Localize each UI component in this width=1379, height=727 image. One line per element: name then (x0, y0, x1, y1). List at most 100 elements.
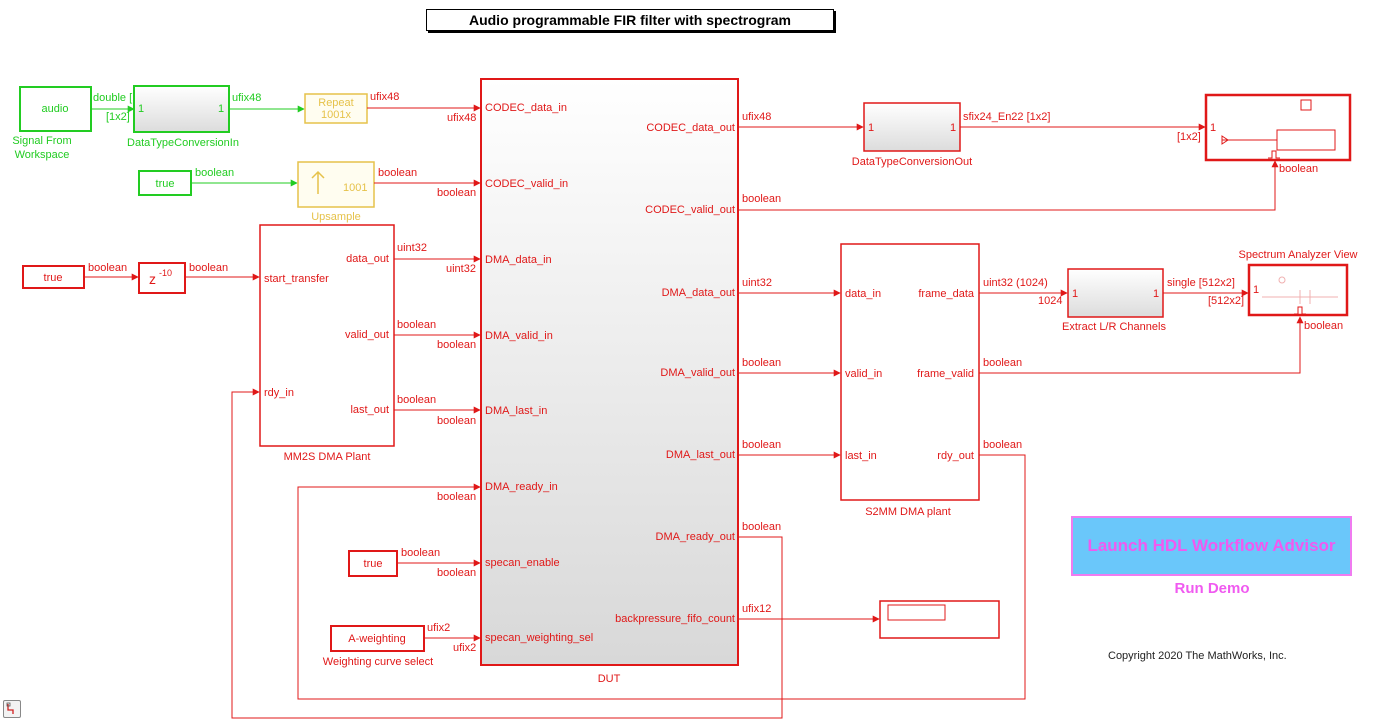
dtc-in-caption: DataTypeConversionIn (127, 137, 239, 149)
dut-caption: DUT (598, 673, 621, 685)
mm2s-caption: MM2S DMA Plant (284, 451, 371, 463)
signal-label-boolean-l: boolean (742, 193, 781, 205)
mm2s-dma-plant-block[interactable]: start_transfer rdy_in data_out valid_out… (259, 224, 395, 463)
signal-label-boolean-n: boolean (742, 357, 781, 369)
signal-label-boolean-t: boolean (742, 521, 781, 533)
signal-label-single: single [512x2] (1167, 277, 1235, 289)
upsample-block[interactable]: 1001 Upsample (297, 161, 375, 223)
mm2s-port-data-out: data_out (346, 253, 389, 265)
signal-label-boolean-e: boolean (189, 262, 228, 274)
signal-label-ufix2-a: ufix2 (427, 622, 450, 634)
s2mm-port-last-in: last_in (845, 450, 877, 462)
delay-block[interactable]: z -10 (138, 262, 186, 294)
dut-in-specan-enable: specan_enable (485, 557, 560, 569)
audio-caption-1: Signal From (12, 135, 71, 147)
upsample-value: 1001 (343, 182, 367, 194)
signal-line-dma-ready-feedback[interactable] (231, 388, 783, 719)
signal-label-sfix24: sfix24_En22 [1x2] (963, 111, 1050, 123)
launch-hdl-workflow-advisor-button[interactable]: Launch HDL Workflow Advisor (1071, 516, 1352, 576)
dut-in-specan-weighting: specan_weighting_sel (485, 632, 593, 644)
s2mm-caption: S2MM DMA plant (865, 506, 951, 518)
signal-label-boolean-b: boolean (378, 167, 417, 179)
s2mm-port-rdy-out: rdy_out (937, 450, 974, 462)
constant-true-1-label: true (156, 178, 175, 190)
signal-label-ufix48-d: ufix48 (742, 111, 771, 123)
signal-label-1x2: [1x2] (106, 111, 130, 123)
dut-in-dma-data: DMA_data_in (485, 254, 552, 266)
dtc-out-block[interactable]: 1 1 DataTypeConversionOut (852, 102, 972, 168)
constant-true-1-block[interactable]: true (138, 170, 192, 196)
signal-label-boolean-s: boolean (437, 491, 476, 503)
pulse-icon-2 (1294, 306, 1306, 315)
weighting-label: A-weighting (348, 633, 405, 645)
signal-label-1x2-out: [1x2] (1177, 131, 1201, 143)
model-title: Audio programmable FIR filter with spect… (426, 9, 834, 31)
signal-label-1024: 1024 (1038, 295, 1062, 307)
audio-label: audio (42, 103, 69, 115)
signal-line-frame-valid[interactable] (979, 316, 1304, 374)
model-browser-glyph-icon (6, 702, 14, 714)
repeat-block[interactable]: Repeat 1001x (304, 93, 368, 124)
s2mm-dma-plant-block[interactable]: data_in valid_in last_in frame_data fram… (840, 243, 980, 518)
audio-output-port: 1 (1210, 122, 1216, 134)
signal-label-ufix2-b: ufix2 (453, 642, 476, 654)
signal-label-boolean-d: boolean (88, 262, 127, 274)
delay-z: z (149, 271, 156, 287)
display-value-box (887, 604, 946, 621)
dtc-in-port-in: 1 (138, 103, 144, 115)
dut-in-codec-valid: CODEC_valid_in (485, 178, 568, 190)
signal-label-boolean-a: boolean (195, 167, 234, 179)
dut-in-codec-data: CODEC_data_in (485, 102, 567, 114)
dtc-out-caption: DataTypeConversionOut (852, 156, 972, 168)
extract-lr-channels-block[interactable]: 1 1 Extract L/R Channels (1062, 268, 1166, 333)
mm2s-port-rdy-in: rdy_in (264, 387, 294, 399)
signal-label-boolean-p: boolean (983, 357, 1022, 369)
signal-label-uint32-c: uint32 (742, 277, 772, 289)
signal-label-uint32-b: uint32 (446, 263, 476, 275)
spectrum-analyzer-block[interactable]: Spectrum Analyzer View 1 (1238, 249, 1358, 317)
backpressure-display-block[interactable] (879, 600, 1000, 639)
constant-true-2-block[interactable]: true (22, 265, 85, 289)
audio-output-block[interactable]: 1 (1204, 93, 1352, 162)
signal-from-workspace-block[interactable]: audio Signal From Workspace (12, 86, 92, 161)
up-arrow-icon (311, 170, 325, 194)
signal-label-boolean-j: boolean (401, 547, 440, 559)
extract-caption: Extract L/R Channels (1062, 321, 1166, 333)
weighting-curve-select-block[interactable]: A-weighting Weighting curve select (323, 625, 433, 668)
dut-out-backpressure: backpressure_fifo_count (615, 613, 735, 625)
weighting-caption: Weighting curve select (323, 656, 433, 668)
connector-icon (1221, 135, 1277, 145)
repeat-line-2: 1001x (321, 109, 351, 121)
signal-label-uint32-1024: uint32 (1024) (983, 277, 1048, 289)
dut-out-dma-last: DMA_last_out (666, 449, 735, 461)
mm2s-port-valid-out: valid_out (345, 329, 389, 341)
signal-label-boolean-q: boolean (1304, 320, 1343, 332)
mm2s-port-start-transfer: start_transfer (264, 273, 329, 285)
signal-label-boolean-f: boolean (397, 319, 436, 331)
display-icon (1276, 129, 1336, 151)
dtc-in-block[interactable]: 1 1 DataTypeConversionIn (127, 85, 239, 149)
spectrum-analyzer-caption: Spectrum Analyzer View (1238, 249, 1357, 261)
constant-true-3-label: true (364, 558, 383, 570)
run-demo-link[interactable]: Run Demo (1174, 580, 1250, 597)
signal-label-uint32-a: uint32 (397, 242, 427, 254)
pulse-icon (1268, 150, 1280, 159)
s2mm-port-frame-data: frame_data (918, 288, 975, 300)
signal-line-codec-valid-out[interactable] (738, 160, 1279, 211)
s2mm-port-frame-valid: frame_valid (917, 368, 974, 380)
constant-true-3-block[interactable]: true (348, 550, 398, 577)
signal-label-boolean-c: boolean (437, 187, 476, 199)
s2mm-port-valid-in: valid_in (845, 368, 882, 380)
dut-block[interactable]: CODEC_data_in CODEC_valid_in DMA_data_in… (480, 78, 739, 685)
audio-caption-2: Workspace (15, 149, 70, 161)
checkbox-icon (1300, 99, 1312, 111)
signal-label-ufix48-a: ufix48 (232, 92, 261, 104)
signal-label-boolean-k: boolean (437, 567, 476, 579)
dut-in-dma-last: DMA_last_in (485, 405, 547, 417)
signal-label-boolean-r: boolean (983, 439, 1022, 451)
spectrum-analyzer-port: 1 (1253, 284, 1259, 296)
signal-line-rdy-out-feedback[interactable] (297, 454, 1026, 700)
constant-true-2-label: true (44, 272, 63, 284)
model-browser-icon[interactable] (3, 700, 21, 718)
